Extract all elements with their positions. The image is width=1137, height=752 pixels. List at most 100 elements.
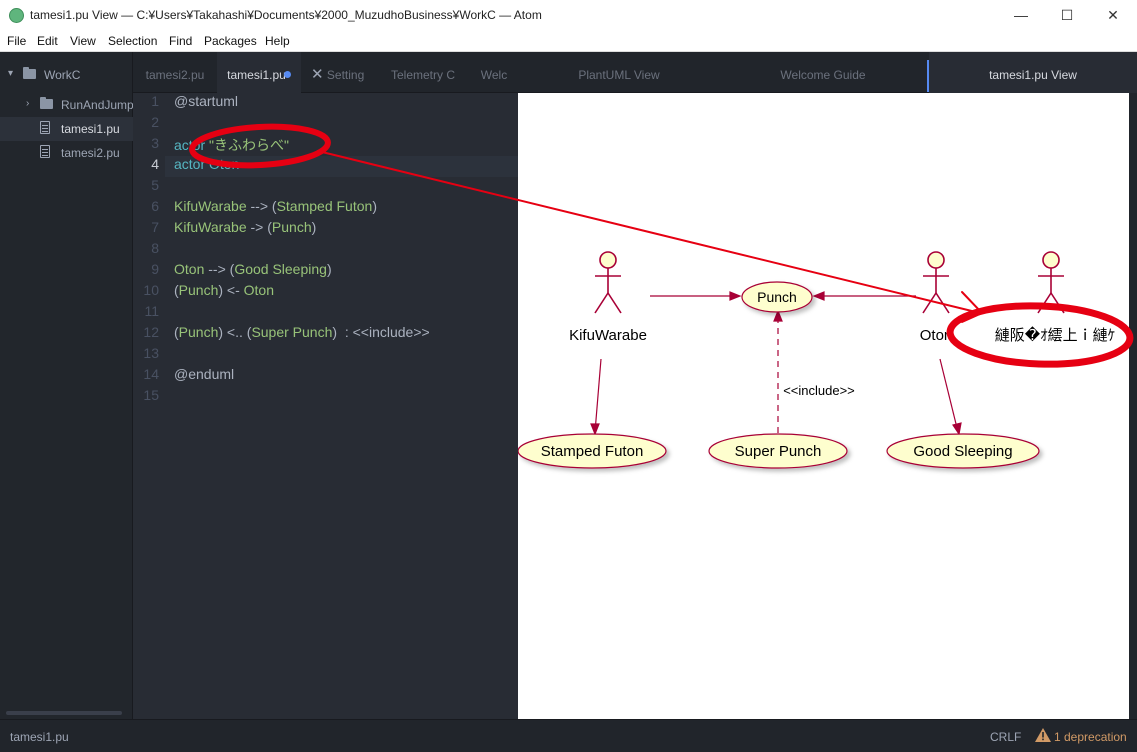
actor-oton (923, 252, 949, 313)
close-button[interactable]: ✕ (1090, 0, 1136, 31)
usecase-label-punch: Punch (757, 289, 797, 305)
menu-packages[interactable]: Packages (204, 34, 257, 48)
arrowhead-icon (591, 424, 599, 434)
code-token: -> ( (247, 219, 272, 235)
line-number: 15 (133, 387, 159, 403)
tab-label: tamesi2.pu (146, 68, 205, 82)
line-number-gutter: 123456789101112131415 (133, 93, 165, 719)
status-bar: tamesi1.pu CRLF 1 deprecation (0, 719, 1137, 752)
line-number: 4 (133, 156, 159, 172)
folder-icon (40, 99, 53, 109)
atom-app-icon (9, 8, 24, 23)
tab-tamesi2[interactable]: tamesi2.pu (133, 52, 217, 93)
menu-find[interactable]: Find (169, 34, 192, 48)
status-line-ending[interactable]: CRLF (990, 730, 1021, 744)
code-line: actor "きふわらべ" (174, 135, 289, 155)
status-deprecation[interactable]: 1 deprecation (1054, 730, 1127, 744)
modified-dot-icon (284, 71, 291, 78)
code-token: @enduml (174, 366, 234, 382)
code-token: Stamped Futon (277, 198, 373, 214)
include-label: <<include>> (783, 383, 855, 398)
warning-icon (1035, 728, 1051, 742)
tab-tamesi1[interactable]: tamesi1.pu (217, 52, 301, 93)
code-token: Oton (174, 261, 204, 277)
actor-label-kifuwarabe: KifuWarabe (569, 327, 647, 344)
line-number: 8 (133, 240, 159, 256)
code-token: ) <- (218, 282, 243, 298)
code-token: --> ( (247, 198, 277, 214)
code-token: Super Punch (251, 324, 332, 340)
line-number: 6 (133, 198, 159, 214)
line-number: 3 (133, 135, 159, 151)
tree-root-label: WorkC (44, 68, 80, 82)
code-line: KifuWarabe -> (Punch) (174, 219, 316, 235)
line-number: 1 (133, 93, 159, 109)
file-icon (40, 121, 50, 134)
code-token: "きふわらべ" (209, 137, 289, 153)
use-case-diagram: Stamped Futon --> Good Sleeping --> (518, 93, 1129, 719)
tab-settings[interactable]: ✕ Setting (303, 52, 383, 93)
tree-item-tamesi2[interactable]: tamesi2.pu (0, 141, 133, 165)
tree-horizontal-scrollbar[interactable] (6, 711, 122, 715)
code-token: Punch (179, 282, 219, 298)
line-number: 12 (133, 324, 159, 340)
usecase-label-super-punch: Super Punch (735, 443, 822, 460)
minimize-button[interactable]: — (998, 0, 1044, 31)
tree-item-label: tamesi1.pu (61, 122, 120, 136)
edge-oton-good-sleeping (940, 359, 958, 432)
line-number: 11 (133, 303, 159, 319)
menu-file[interactable]: File (7, 34, 26, 48)
tab-label: tamesi1.pu (227, 68, 286, 82)
tab-label: PlantUML View (578, 68, 659, 82)
line-number: 2 (133, 114, 159, 130)
tree-root-workc[interactable]: ▾ WorkC (0, 63, 133, 87)
code-token: @startuml (174, 93, 238, 109)
code-token: ) (312, 219, 317, 235)
code-token: Good Sleeping (234, 261, 327, 277)
code-token: ) <.. ( (218, 324, 251, 340)
tree-item-label: RunAndJump (61, 98, 134, 112)
line-number: 7 (133, 219, 159, 235)
chevron-right-icon: › (26, 98, 29, 109)
actor-label-oton: Oton (920, 327, 953, 344)
code-token: --> ( (204, 261, 234, 277)
preview-vertical-scrollbar[interactable] (1129, 93, 1137, 719)
code-line: actor Oton (174, 156, 239, 172)
active-tab-indicator (927, 60, 929, 92)
code-token: ) : <<include>> (332, 324, 429, 340)
maximize-button[interactable]: ☐ (1044, 0, 1090, 31)
line-number: 14 (133, 366, 159, 382)
menu-help[interactable]: Help (265, 34, 290, 48)
code-token: KifuWarabe (174, 219, 247, 235)
arrowhead-icon (730, 292, 740, 300)
code-line: @startuml (174, 93, 238, 109)
line-number: 13 (133, 345, 159, 361)
menu-selection[interactable]: Selection (108, 34, 157, 48)
code-editor[interactable]: 123456789101112131415 @startumlactor "きふ… (133, 93, 518, 719)
code-token: actor (174, 156, 209, 172)
tree-item-label: tamesi2.pu (61, 146, 120, 160)
tab-welcome[interactable]: Welc (469, 52, 519, 93)
tab-label: Welc (481, 68, 507, 82)
tab-telemetry[interactable]: Telemetry C (383, 52, 463, 93)
tree-view: ▾ WorkC › RunAndJump tamesi1.pu tamesi2.… (0, 52, 133, 719)
tab-tamesi1-view[interactable]: tamesi1.pu View (929, 52, 1137, 93)
plantuml-preview: Stamped Futon --> Good Sleeping --> (518, 93, 1129, 719)
line-number: 10 (133, 282, 159, 298)
menu-edit[interactable]: Edit (37, 34, 58, 48)
tab-label: Setting (327, 68, 364, 82)
arrowhead-icon (953, 423, 961, 434)
code-token: KifuWarabe (174, 198, 247, 214)
window-title: tamesi1.pu View — C:¥Users¥Takahashi¥Doc… (30, 8, 542, 22)
code-token: actor (174, 137, 209, 153)
tab-label: Welcome Guide (780, 68, 865, 82)
tab-plantuml-view[interactable]: PlantUML View (519, 52, 719, 93)
actor-kifuwarabe (595, 252, 621, 313)
edge-kifuwarabe-stamped-futon (595, 359, 601, 432)
status-file-path[interactable]: tamesi1.pu (10, 730, 69, 744)
menu-bar: File Edit View Selection Find Packages H… (0, 31, 1137, 52)
tab-welcome-guide[interactable]: Welcome Guide (719, 52, 927, 93)
tree-item-tamesi1[interactable]: tamesi1.pu (0, 117, 133, 141)
tree-item-runandjump[interactable]: › RunAndJump (0, 93, 133, 117)
menu-view[interactable]: View (70, 34, 96, 48)
